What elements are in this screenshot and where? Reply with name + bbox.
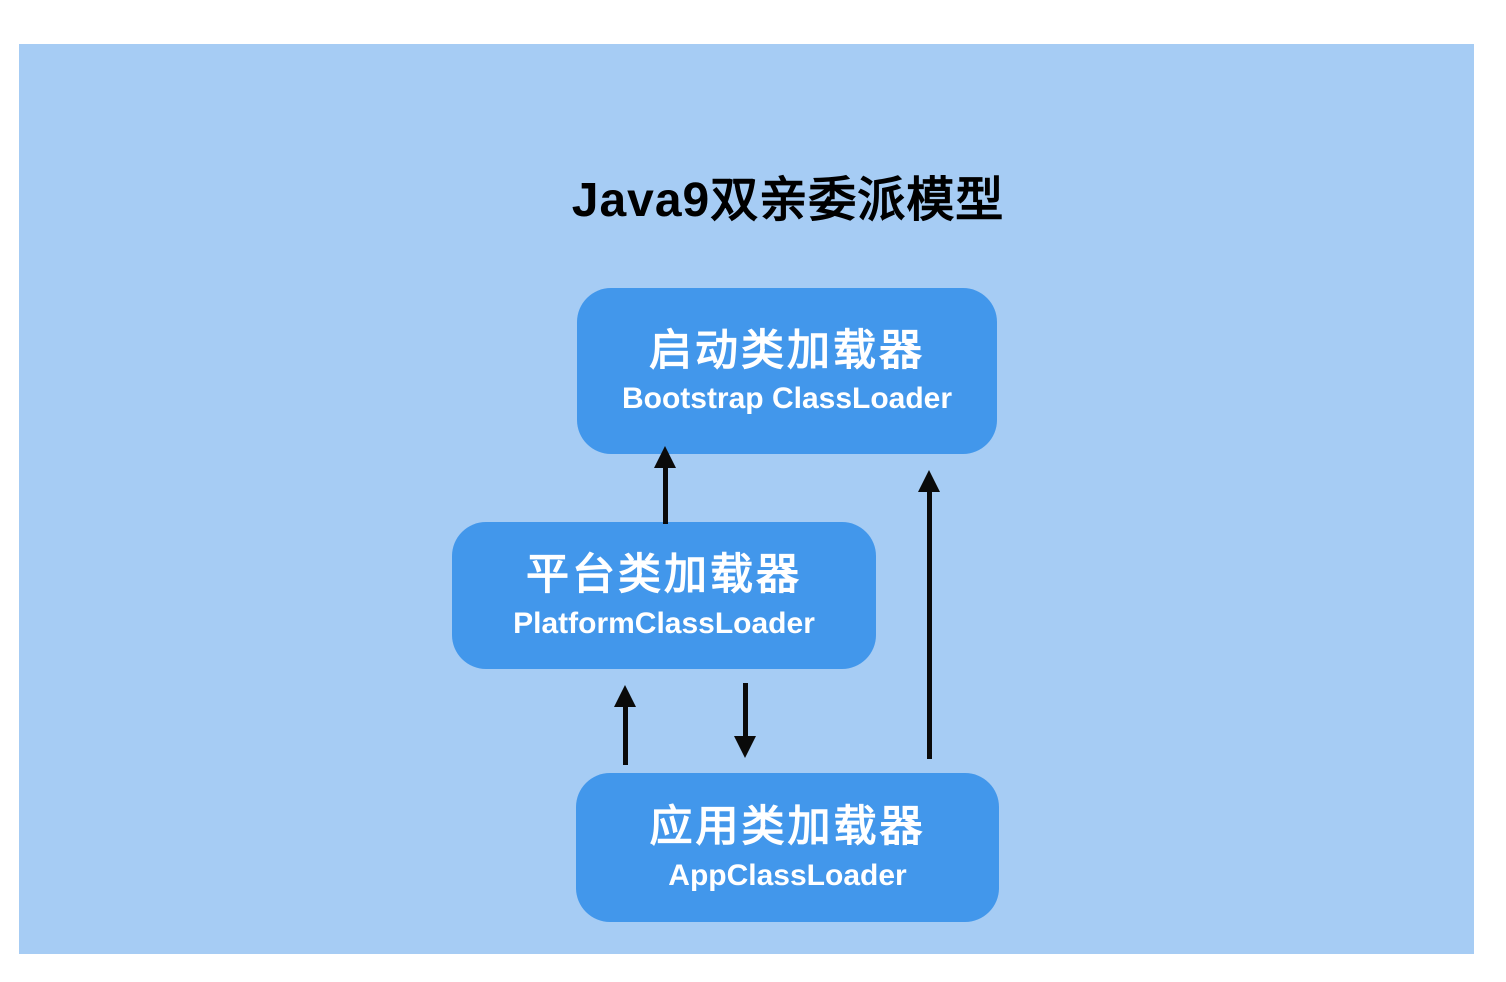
arrow-shaft bbox=[926, 492, 932, 759]
node-app-label-en: AppClassLoader bbox=[668, 858, 907, 892]
arrow-shaft bbox=[622, 707, 628, 765]
arrowhead-up-icon bbox=[654, 446, 676, 468]
arrow-up-app-to-bootstrap-icon bbox=[918, 470, 940, 759]
node-bootstrap-classloader: 启动类加载器 Bootstrap ClassLoader bbox=[577, 288, 997, 454]
arrow-shaft bbox=[662, 468, 668, 524]
node-app-label-zh: 应用类加载器 bbox=[649, 803, 926, 852]
node-bootstrap-label-zh: 启动类加载器 bbox=[649, 326, 925, 375]
node-app-classloader: 应用类加载器 AppClassLoader bbox=[576, 773, 999, 922]
diagram-title: Java9双亲委派模型 bbox=[571, 174, 1005, 227]
arrow-shaft bbox=[742, 683, 748, 736]
diagram-canvas: Java9双亲委派模型 启动类加载器 Bootstrap ClassLoader… bbox=[19, 44, 1474, 954]
node-platform-label-en: PlatformClassLoader bbox=[513, 606, 815, 640]
node-bootstrap-label-en: Bootstrap ClassLoader bbox=[621, 382, 953, 416]
node-platform-label-zh: 平台类加载器 bbox=[526, 551, 802, 600]
arrowhead-down-icon bbox=[734, 736, 756, 758]
arrowhead-up-icon bbox=[614, 685, 636, 707]
arrow-down-platform-to-app-icon bbox=[734, 683, 756, 758]
arrow-up-platform-to-bootstrap-icon bbox=[654, 446, 676, 524]
node-platform-classloader: 平台类加载器 PlatformClassLoader bbox=[452, 522, 876, 669]
arrowhead-up-icon bbox=[918, 470, 940, 492]
arrow-up-app-to-platform-icon bbox=[614, 685, 636, 765]
